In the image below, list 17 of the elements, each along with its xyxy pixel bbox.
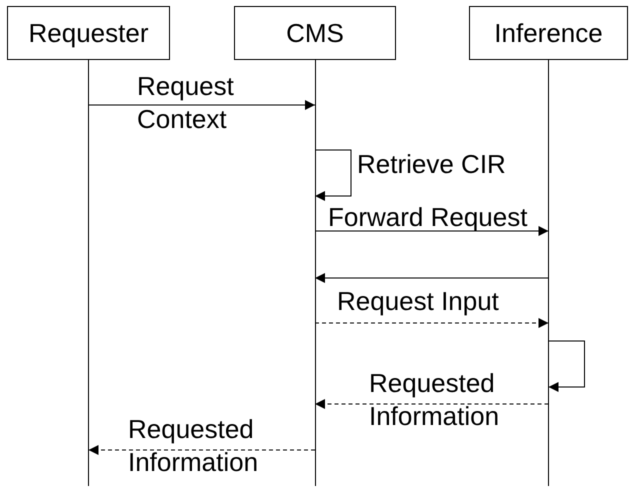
arrow: [548, 340, 585, 392]
arrow: [314, 150, 352, 201]
arrow: [88, 445, 316, 455]
participant-box: Inference: [469, 6, 628, 60]
message-label: Request Context: [137, 70, 235, 136]
participant-box: CMS: [234, 6, 396, 60]
arrow: [314, 273, 549, 283]
arrow: [314, 399, 549, 409]
message-label: Retrieve CIR: [357, 148, 507, 181]
message-label: Requested Information: [128, 413, 260, 479]
arrow: [314, 226, 549, 236]
message-label: Forward Request: [328, 201, 528, 234]
message-label: Requested Information: [369, 367, 500, 433]
message-label: Request Input: [337, 285, 500, 318]
arrow: [314, 318, 549, 328]
arrow: [88, 100, 316, 110]
participant-box: Requester: [7, 6, 170, 60]
